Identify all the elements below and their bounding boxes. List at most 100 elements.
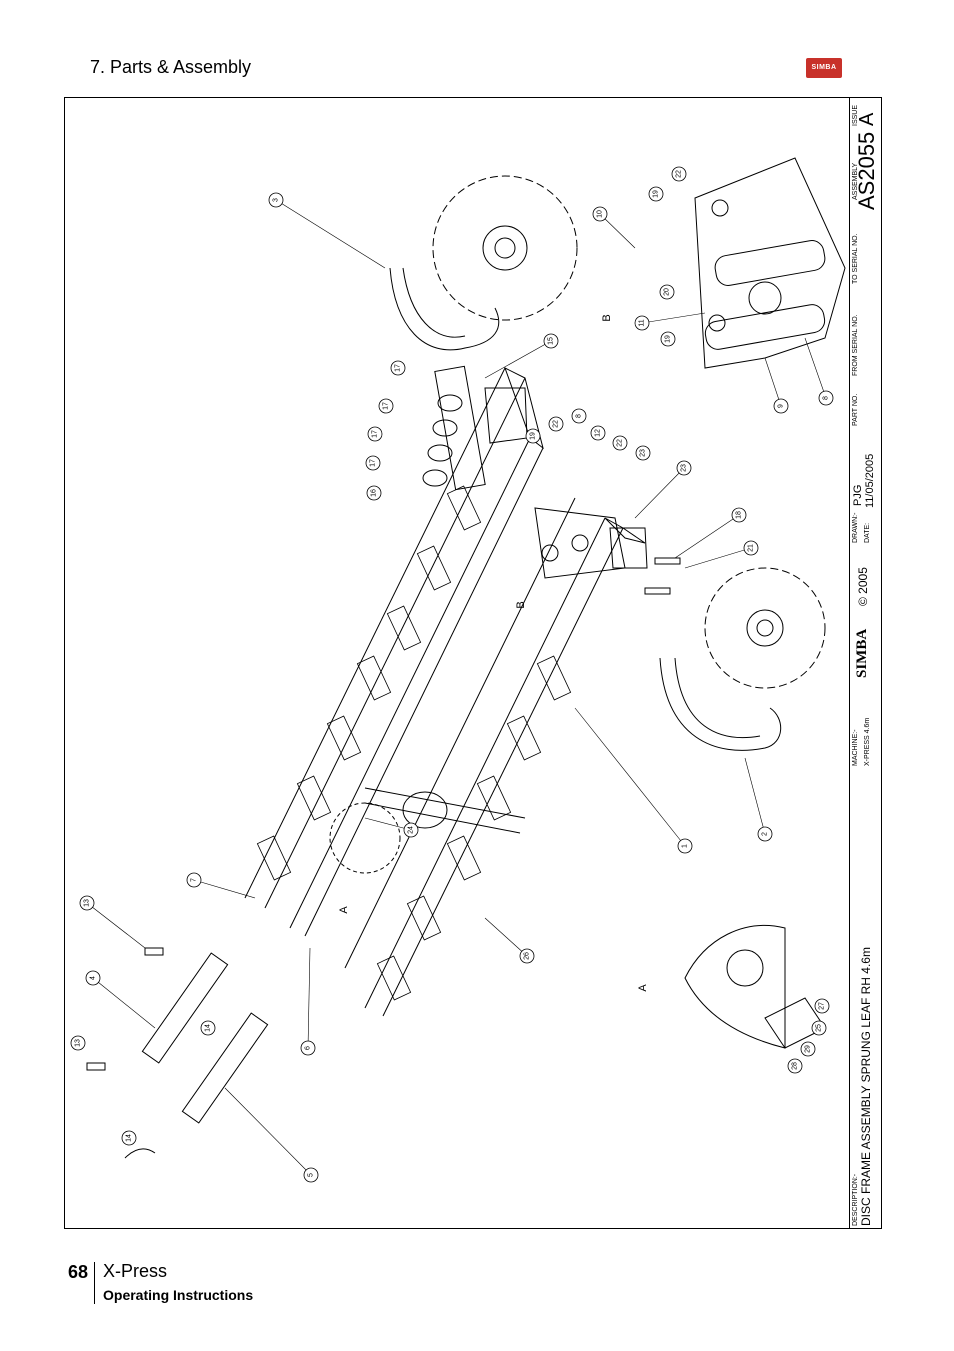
callout-number: 6 xyxy=(305,1046,312,1050)
callout-12: 12 xyxy=(590,425,606,441)
callout-22: 22 xyxy=(612,435,628,451)
callout-number: 23 xyxy=(681,464,688,472)
callout-number: 1 xyxy=(682,844,689,848)
callout-26: 26 xyxy=(519,948,535,964)
callout-17: 17 xyxy=(378,398,394,414)
footer-divider xyxy=(94,1262,95,1304)
callout-27: 27 xyxy=(814,998,830,1014)
drawn-value: PJG xyxy=(852,484,864,506)
callout-number: 9 xyxy=(778,404,785,408)
callout-number: 25 xyxy=(816,1024,823,1032)
callout-28: 28 xyxy=(787,1058,803,1074)
callout-number: 12 xyxy=(595,429,602,437)
callout-13: 13 xyxy=(70,1035,86,1051)
callout-17: 17 xyxy=(365,455,381,471)
callout-16: 16 xyxy=(366,485,382,501)
assembly-value: AS2055 xyxy=(854,131,879,210)
callout-18: 18 xyxy=(731,507,747,523)
callout-number: 8 xyxy=(823,396,830,400)
callout-number: 5 xyxy=(308,1173,315,1177)
callout-14: 14 xyxy=(121,1130,137,1146)
callout-number: 17 xyxy=(372,430,379,438)
from-serial-label: FROM SERIAL NO. xyxy=(852,314,859,376)
callout-3: 3 xyxy=(268,192,284,208)
product-name: X-Press xyxy=(103,1261,168,1281)
callout-19: 19 xyxy=(660,331,676,347)
callout-number: 7 xyxy=(191,878,198,882)
callout-13: 13 xyxy=(79,895,95,911)
callout-5: 5 xyxy=(303,1167,319,1183)
description-value: DISC FRAME ASSEMBLY SPRUNG LEAF RH 4.6m xyxy=(859,947,873,1226)
machine-value: X-PRESS 4.6m xyxy=(864,717,871,766)
callout-15: 15 xyxy=(543,333,559,349)
callout-number: 16 xyxy=(371,489,378,497)
callout-number: 24 xyxy=(408,826,415,834)
view-label-a: A xyxy=(637,984,649,992)
date-value: 11/05/2005 xyxy=(864,453,876,508)
callout-number: 18 xyxy=(736,511,743,519)
callout-14: 14 xyxy=(200,1020,216,1036)
callout-22: 22 xyxy=(548,416,564,432)
callout-number: 10 xyxy=(597,210,604,218)
callout-20: 20 xyxy=(659,284,675,300)
callout-21: 21 xyxy=(743,540,759,556)
brand-logo: SIMBA xyxy=(806,58,842,78)
callout-19: 19 xyxy=(525,428,541,444)
callout-9: 9 xyxy=(773,398,789,414)
title-block-logo: SIMBA xyxy=(854,628,870,678)
callout-number: 23 xyxy=(640,449,647,457)
callout-8: 8 xyxy=(818,390,834,406)
callout-number: 19 xyxy=(653,190,660,198)
callout-layer: 1234567889101112131314141516171717171819… xyxy=(70,166,834,1183)
callout-number: 13 xyxy=(75,1039,82,1047)
callout-22: 22 xyxy=(671,166,687,182)
view-label-b: B xyxy=(515,601,527,608)
callout-number: 3 xyxy=(273,198,280,202)
machine-label: MACHINE:- xyxy=(852,729,859,766)
callout-number: 20 xyxy=(664,288,671,296)
callout-19: 19 xyxy=(648,186,664,202)
callout-number: 26 xyxy=(524,952,531,960)
callout-29: 29 xyxy=(800,1041,816,1057)
callout-17: 17 xyxy=(367,426,383,442)
callout-number: 14 xyxy=(126,1134,133,1142)
callout-number: 11 xyxy=(639,319,646,326)
description-label: DESCRIPTION:- xyxy=(852,1173,859,1226)
callout-number: 27 xyxy=(819,1002,826,1010)
callout-11: 11 xyxy=(634,315,650,331)
to-serial-label: TO SERIAL NO. xyxy=(852,233,859,284)
section-title: 7. Parts & Assembly xyxy=(90,57,252,77)
callout-23: 23 xyxy=(635,445,651,461)
callout-number: 21 xyxy=(748,544,755,552)
callout-number: 17 xyxy=(370,459,377,467)
callout-number: 4 xyxy=(90,976,97,980)
part-no-label: PART NO. xyxy=(852,393,859,426)
callout-number: 19 xyxy=(665,335,672,343)
issue-value: A xyxy=(856,112,878,126)
callout-number: 22 xyxy=(553,420,560,428)
callout-4: 4 xyxy=(85,970,101,986)
callout-number: 22 xyxy=(676,170,683,178)
view-label-b: B xyxy=(601,314,613,321)
callout-1: 1 xyxy=(677,838,693,854)
date-label: DATE: xyxy=(864,522,871,543)
callout-number: 19 xyxy=(530,432,537,440)
callout-7: 7 xyxy=(186,872,202,888)
callout-10: 10 xyxy=(592,206,608,222)
callout-number: 22 xyxy=(617,439,624,447)
callout-number: 17 xyxy=(395,364,402,372)
callout-number: 8 xyxy=(576,414,583,418)
callout-number: 14 xyxy=(205,1024,212,1032)
callout-number: 29 xyxy=(805,1045,812,1053)
callout-25: 25 xyxy=(811,1020,827,1036)
callout-6: 6 xyxy=(300,1040,316,1056)
callout-number: 2 xyxy=(762,832,769,836)
copyright: © 2005 xyxy=(856,567,870,606)
callout-number: 13 xyxy=(84,899,91,907)
callout-8: 8 xyxy=(571,408,587,424)
callout-24: 24 xyxy=(403,822,419,838)
callout-17: 17 xyxy=(390,360,406,376)
callout-2: 2 xyxy=(757,826,773,842)
